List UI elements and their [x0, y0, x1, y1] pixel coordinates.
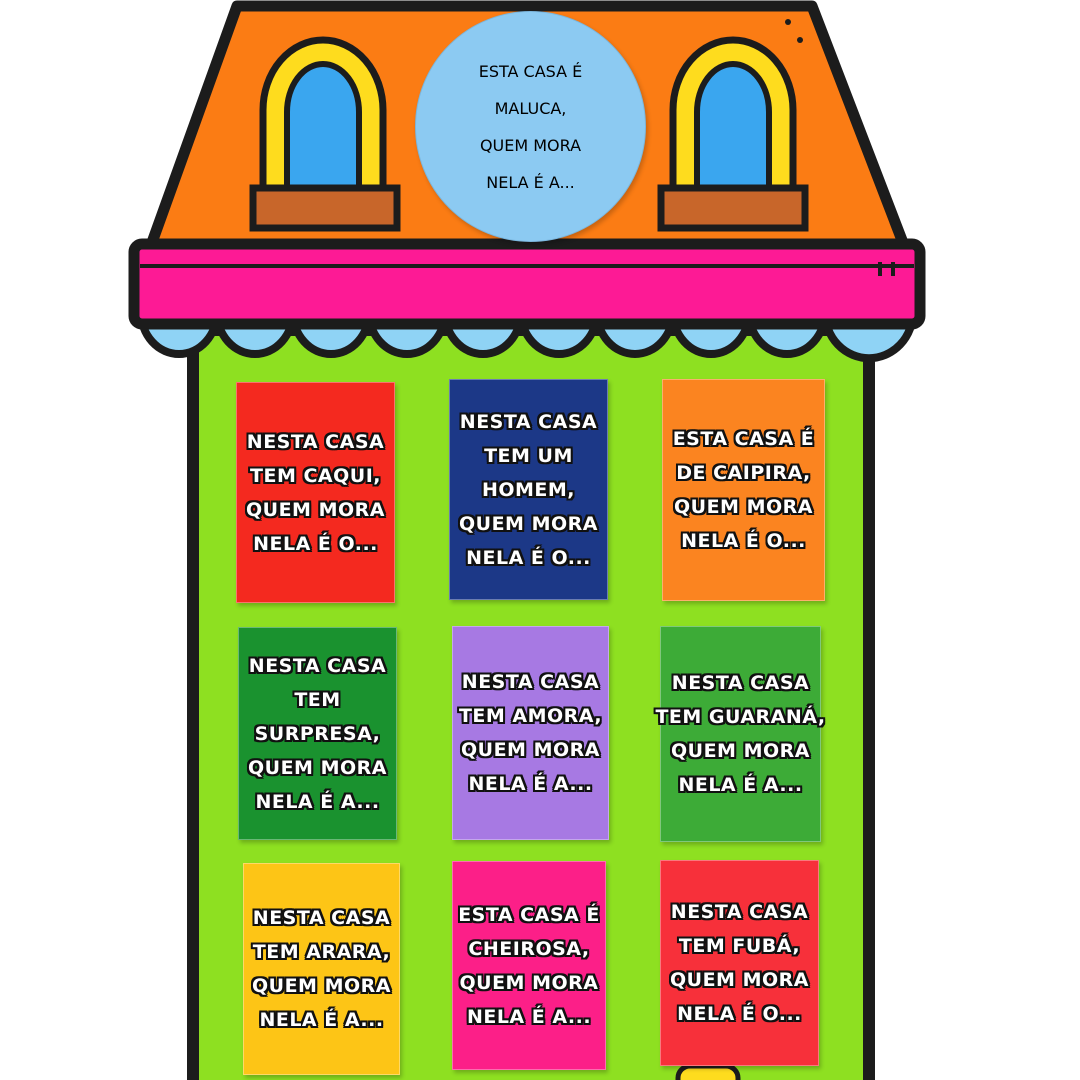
riddle-card-caqui[interactable]: NESTA CASA TEM CAQUI, QUEM MORA NELA É O… — [236, 382, 395, 603]
riddle-card-homem[interactable]: NESTA CASA TEM UM HOMEM, QUEM MORA NELA … — [449, 379, 608, 600]
card-line: TEM ARARA, — [252, 941, 391, 963]
card-line: HOMEM, — [481, 478, 576, 501]
card-line: NESTA CASA — [246, 430, 385, 453]
card-line: QUEM MORA — [248, 756, 387, 779]
card-line: NESTA CASA — [459, 410, 598, 433]
card-line: NELA É A... — [255, 790, 380, 813]
card-line: TEM UM — [484, 444, 573, 467]
card-line: NELA É A... — [259, 1009, 384, 1031]
awning-band-tick — [878, 262, 895, 276]
card-line: NELA É O... — [681, 530, 806, 552]
card-line: NESTA CASA — [252, 907, 391, 929]
card-line: NESTA CASA — [671, 672, 810, 694]
riddle-card-guarana[interactable]: NESTA CASA TEM GUARANÁ, QUEM MORA NELA É… — [655, 626, 825, 842]
riddle-card-fuba[interactable]: NESTA CASA TEM FUBÁ, QUEM MORA NELA É O.… — [660, 860, 819, 1066]
card-line: QUEM MORA — [670, 969, 809, 991]
card-line: QUEM MORA — [252, 975, 391, 997]
card-line: TEM FUBÁ, — [678, 935, 801, 957]
card-line: QUEM MORA — [671, 740, 810, 762]
card-line: DE CAIPIRA, — [676, 462, 811, 484]
roof-dot — [785, 19, 791, 25]
card-line: NELA É A... — [678, 774, 803, 796]
card-line: QUEM MORA — [246, 498, 385, 521]
riddle-card-surpresa[interactable]: NESTA CASA TEM SURPRESA, QUEM MORA NELA … — [238, 627, 397, 840]
riddle-card-arara[interactable]: NESTA CASA TEM ARARA, QUEM MORA NELA É A… — [243, 863, 400, 1075]
card-line: QUEM MORA — [459, 512, 598, 535]
card-line: CHEIROSA, — [468, 937, 590, 960]
card-line: QUEM MORA — [461, 739, 600, 761]
roof-sign: ESTA CASA É MALUCA, QUEM MORA NELA É A..… — [415, 11, 646, 242]
card-line: NELA É O... — [466, 546, 591, 569]
roof-sign-line: ESTA CASA É — [478, 61, 583, 81]
card-line: TEM GUARANÁ, — [655, 706, 826, 728]
awning-band — [128, 238, 926, 330]
card-line: NESTA CASA — [248, 654, 387, 677]
card-line: QUEM MORA — [674, 496, 813, 518]
riddle-card-caipira[interactable]: ESTA CASA É DE CAIPIRA, QUEM MORA NELA É… — [662, 379, 825, 601]
card-line: SURPRESA, — [254, 722, 381, 745]
card-line: NELA É O... — [677, 1003, 802, 1025]
roof-dot — [797, 37, 803, 43]
roof-sign-line: MALUCA, — [494, 98, 567, 118]
bottom-yellow-tag — [675, 1063, 741, 1080]
card-line: NESTA CASA — [670, 901, 809, 923]
card-line: ESTA CASA É — [458, 903, 600, 926]
roof-window-left — [249, 36, 401, 232]
card-line: ESTA CASA É — [672, 428, 815, 450]
riddle-card-amora[interactable]: NESTA CASA TEM AMORA, QUEM MORA NELA É A… — [452, 626, 609, 840]
roof-sign-line: NELA É A... — [486, 172, 575, 192]
card-line: TEM AMORA, — [458, 705, 603, 727]
roof-sign-line: QUEM MORA — [479, 135, 582, 155]
card-line: QUEM MORA — [459, 971, 599, 994]
card-line: NELA É O... — [253, 532, 378, 555]
card-line: TEM CAQUI, — [250, 464, 381, 487]
card-line: NESTA CASA — [461, 671, 600, 693]
roof-window-right — [657, 36, 809, 232]
card-line: NELA É A... — [468, 773, 593, 795]
card-line: NELA É A... — [466, 1005, 592, 1028]
riddle-card-cheirosa[interactable]: ESTA CASA É CHEIROSA, QUEM MORA NELA É A… — [452, 861, 606, 1070]
card-line: TEM — [294, 688, 341, 711]
